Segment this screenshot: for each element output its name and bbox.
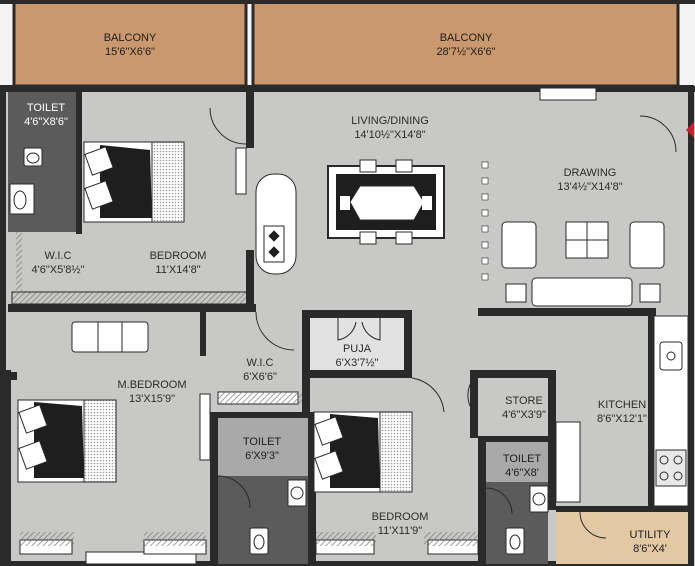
svg-text:TOILET: TOILET (503, 453, 542, 465)
balcony-railing (0, 0, 695, 4)
room-label-wic-1: W.I.C 4'6"X5'8½" (32, 250, 85, 276)
svg-text:M.BEDROOM: M.BEDROOM (117, 379, 186, 391)
door-icon (209, 107, 677, 539)
dining-table-icon (327, 159, 445, 245)
svg-text:KITCHEN: KITCHEN (598, 399, 646, 411)
hatch-strip (16, 232, 22, 292)
toilet-icon (505, 527, 525, 555)
svg-text:BALCONY: BALCONY (104, 32, 157, 44)
room-label-kitchen: KITCHEN 8'6"X12'1" (597, 399, 647, 425)
svg-text:TOILET: TOILET (27, 102, 66, 114)
svg-text:4'6"X5'8½": 4'6"X5'8½" (32, 264, 85, 276)
room-label-bedroom-2: BEDROOM 11'X11'9" (372, 511, 429, 537)
svg-text:11'X11'9": 11'X11'9" (378, 525, 422, 537)
stove-icon (655, 449, 687, 487)
fridge-icon (555, 421, 581, 503)
svg-text:4'6"X8': 4'6"X8' (505, 467, 539, 479)
svg-text:15'6"X6'6": 15'6"X6'6" (105, 46, 155, 58)
wash-basin-icon (529, 485, 549, 513)
svg-text:PUJA: PUJA (343, 343, 372, 355)
hatch-strip (424, 532, 478, 546)
room-label-master-bedroom: M.BEDROOM 13'X15'9" (117, 379, 186, 405)
svg-text:TOILET: TOILET (243, 436, 282, 448)
svg-text:28'7½"X6'6": 28'7½"X6'6" (436, 46, 495, 58)
room-label-balcony-2: BALCONY 28'7½"X6'6" (436, 32, 495, 58)
room-label-bedroom-1: BEDROOM 11'X14'8" (150, 250, 207, 276)
hatch-strip (11, 291, 249, 305)
svg-text:STORE: STORE (505, 395, 543, 407)
utility-area (556, 512, 688, 564)
sofa-icon (71, 321, 149, 353)
room-label-wic-2: W.I.C 6'X6'6" (243, 357, 277, 383)
hatch-strip (20, 532, 74, 546)
room-label-utility: UTILITY 8'6"X4' (630, 529, 672, 555)
bed-icon (17, 399, 117, 483)
store-area (478, 378, 548, 436)
toilet-icon (23, 147, 43, 167)
svg-text:13'X15'9": 13'X15'9" (129, 393, 175, 405)
svg-text:6'X9'3": 6'X9'3" (245, 450, 279, 462)
balcony-left (12, 0, 248, 88)
toilet-icon (249, 527, 269, 555)
wash-basin-icon (9, 183, 35, 215)
sofa-icon (501, 221, 665, 307)
svg-text:UTILITY: UTILITY (630, 529, 672, 541)
wall-top (0, 86, 695, 92)
room-label-toilet-2: TOILET 6'X9'3" (243, 436, 282, 462)
svg-text:13'4½"X14'8": 13'4½"X14'8" (557, 181, 622, 193)
room-label-drawing: DRAWING 13'4½"X14'8" (557, 167, 622, 193)
svg-text:6'X3'7½": 6'X3'7½" (336, 357, 379, 369)
room-label-toilet-3: TOILET 4'6"X8' (503, 453, 542, 479)
svg-text:W.I.C: W.I.C (247, 357, 274, 369)
svg-text:4'6"X3'9": 4'6"X3'9" (502, 409, 546, 421)
svg-text:BALCONY: BALCONY (440, 32, 493, 44)
room-label-puja: PUJA 6'X3'7½" (336, 343, 379, 369)
sofa-icon (255, 173, 297, 275)
door-icon (337, 318, 381, 341)
svg-text:6'X6'6": 6'X6'6" (243, 371, 277, 383)
hatch-strip (144, 532, 206, 546)
toilet-3-label-bg (486, 442, 548, 482)
hatch-strip (218, 392, 302, 404)
svg-text:BEDROOM: BEDROOM (150, 250, 207, 262)
svg-text:W.I.C: W.I.C (45, 250, 72, 262)
svg-text:8'6"X4': 8'6"X4' (633, 543, 667, 555)
svg-text:8'6"X12'1": 8'6"X12'1" (597, 413, 647, 425)
svg-text:DRAWING: DRAWING (564, 167, 617, 179)
bed-icon (83, 141, 185, 223)
balcony-right (251, 0, 680, 88)
wash-basin-icon (287, 479, 307, 507)
hatch-strip (316, 532, 376, 546)
room-label-balcony-1: BALCONY 15'6"X6'6" (104, 32, 157, 58)
bed-icon (313, 411, 413, 493)
sink-icon (659, 341, 683, 371)
room-label-living-dining: LIVING/DINING 14'10½"X14'8" (351, 115, 429, 141)
svg-text:BEDROOM: BEDROOM (372, 511, 429, 523)
puja-area (310, 318, 404, 370)
entry-arrow-icon (686, 122, 694, 138)
svg-text:4'6"X8'6": 4'6"X8'6" (24, 116, 68, 128)
svg-text:LIVING/DINING: LIVING/DINING (351, 115, 429, 127)
partition-dots (481, 161, 489, 281)
svg-text:11'X14'8": 11'X14'8" (155, 264, 200, 276)
room-label-toilet-1: TOILET 4'6"X8'6" (24, 102, 68, 128)
svg-text:14'10½"X14'8": 14'10½"X14'8" (354, 129, 425, 141)
toilet-2-label-bg (218, 418, 308, 476)
room-label-store: STORE 4'6"X3'9" (502, 395, 546, 421)
